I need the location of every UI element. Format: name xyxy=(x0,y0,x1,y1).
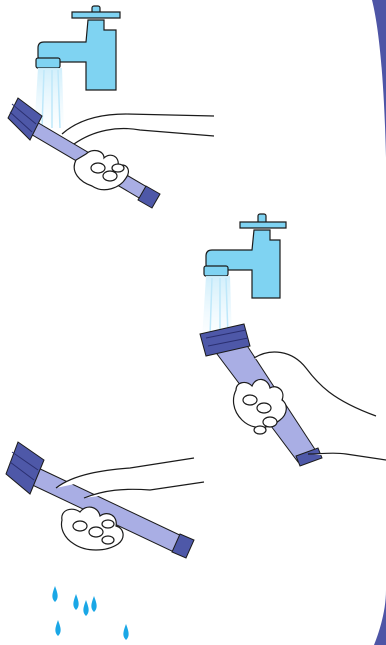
right-border-arc-lower xyxy=(374,590,386,645)
shake-dry-step xyxy=(6,442,204,640)
rinse-under-tap-step xyxy=(8,6,214,208)
water-drops-icon xyxy=(52,586,128,640)
right-border-arc xyxy=(372,0,386,330)
rinse-inverted-under-tap-step xyxy=(200,214,386,466)
